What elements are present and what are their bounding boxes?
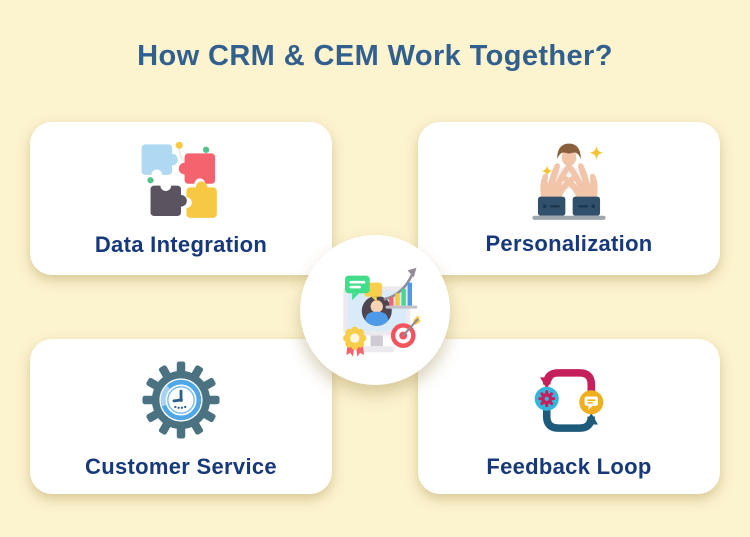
feedback-loop-arrows-icon bbox=[520, 354, 618, 447]
page-title: How CRM & CEM Work Together? bbox=[137, 40, 613, 72]
card-label-data-integration: Data Integration bbox=[94, 232, 268, 257]
puzzle-icon bbox=[133, 139, 229, 225]
hands-holding-person-icon bbox=[514, 140, 624, 224]
card-label-customer-service: Customer Service bbox=[85, 454, 277, 479]
center-circle bbox=[300, 235, 450, 385]
crm-monitor-analytics-icon bbox=[322, 258, 428, 362]
card-feedback-loop: Feedback Loop bbox=[418, 339, 720, 494]
card-label-personalization: Personalization bbox=[485, 231, 653, 256]
card-personalization: Personalization bbox=[418, 122, 720, 275]
gear-clock-icon bbox=[134, 353, 228, 447]
card-customer-service: Customer Service bbox=[30, 339, 332, 494]
card-data-integration: Data Integration bbox=[30, 122, 332, 275]
card-label-feedback-loop: Feedback Loop bbox=[486, 453, 652, 479]
